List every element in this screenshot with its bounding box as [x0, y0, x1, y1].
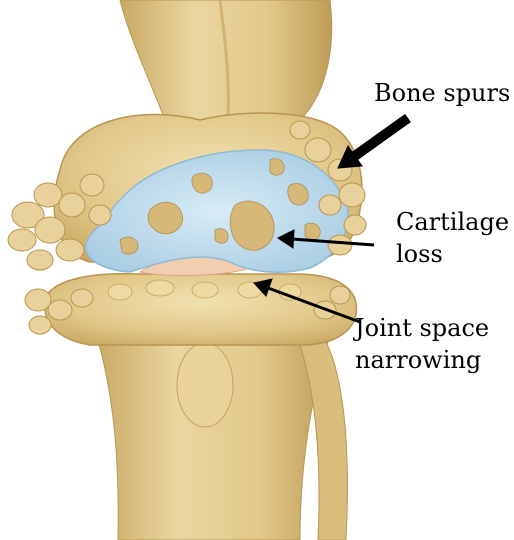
- joint-space-narrowing-label: Joint space narrowing: [355, 312, 489, 376]
- tibial-tuberosity: [177, 343, 233, 427]
- bone-spurs-label: Bone spurs: [374, 77, 510, 109]
- cartilage-loss-label: Cartilage loss: [396, 206, 509, 270]
- bone-spurs-arrow: [352, 118, 408, 158]
